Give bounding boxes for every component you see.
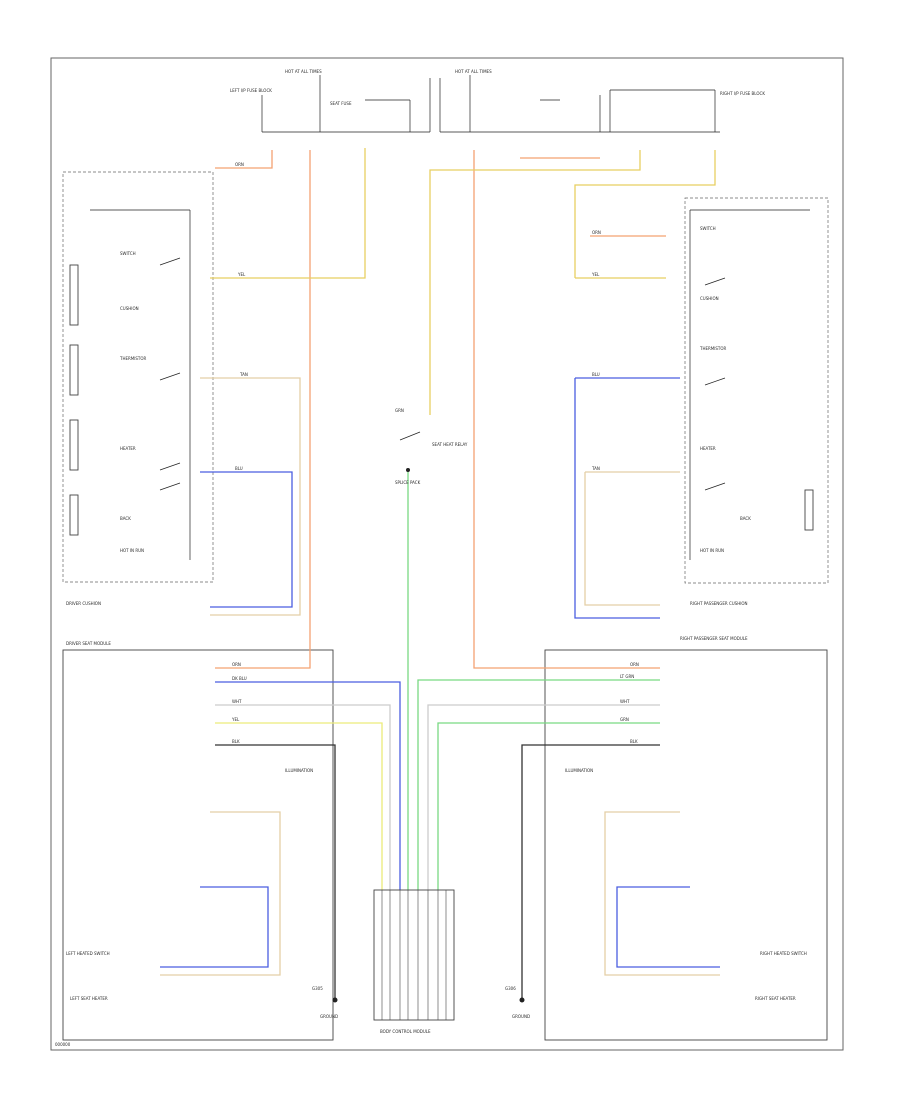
svg-text:LT GRN: LT GRN bbox=[620, 674, 634, 679]
passenger-module-label: RIGHT PASSENGER SEAT MODULE bbox=[680, 636, 748, 641]
left-seat-heater-label: LEFT SEAT HEATER bbox=[70, 996, 108, 1001]
svg-text:BLU: BLU bbox=[235, 466, 243, 471]
svg-text:GRN: GRN bbox=[620, 717, 629, 722]
left-heated-switch-box bbox=[62, 649, 334, 1041]
svg-text:BLK: BLK bbox=[232, 739, 240, 744]
svg-text:WHT: WHT bbox=[620, 699, 630, 704]
wire-blue-left-bus bbox=[215, 681, 401, 890]
passenger-seat-module-box bbox=[684, 197, 829, 584]
svg-text:G305: G305 bbox=[312, 986, 323, 991]
svg-text:ORN: ORN bbox=[232, 662, 241, 667]
svg-text:G306: G306 bbox=[505, 986, 516, 991]
svg-text:ORN: ORN bbox=[235, 162, 244, 167]
left-ground: G305 GROUND bbox=[312, 986, 338, 1019]
svg-text:TAN: TAN bbox=[591, 466, 600, 471]
wire-blue-left-loop bbox=[160, 886, 269, 968]
svg-text:ORN: ORN bbox=[592, 230, 601, 235]
svg-text:GRN: GRN bbox=[395, 408, 404, 413]
wire-yellow-left-top bbox=[210, 148, 366, 279]
wire-tan-right-loop bbox=[604, 811, 720, 976]
wire-blue-right-loop bbox=[616, 886, 720, 968]
illum-left-label: ILLUMINATION bbox=[285, 768, 313, 773]
top-fuse-area: HOT AT ALL TIMES HOT AT ALL TIMES LEFT I… bbox=[230, 69, 765, 133]
wire-yellow-center bbox=[429, 150, 641, 415]
svg-text:BLU: BLU bbox=[592, 372, 600, 377]
driver-cushion-label: DRIVER CUSHION bbox=[66, 601, 101, 606]
svg-text:YEL: YEL bbox=[591, 272, 600, 277]
junction-left-head: HOT AT ALL TIMES bbox=[285, 69, 322, 74]
wire-white-left bbox=[215, 704, 391, 890]
fuse-right-label: RIGHT I/P FUSE BLOCK bbox=[720, 91, 765, 96]
center-connector-label: BODY CONTROL MODULE bbox=[380, 1029, 431, 1034]
svg-text:BACK: BACK bbox=[740, 516, 751, 521]
svg-text:GROUND: GROUND bbox=[320, 1014, 338, 1019]
wire-green-right bbox=[417, 679, 660, 890]
svg-text:SWITCH: SWITCH bbox=[700, 226, 716, 231]
right-seat-heater-label: RIGHT SEAT HEATER bbox=[755, 996, 796, 1001]
svg-text:BACK: BACK bbox=[120, 516, 131, 521]
svg-text:BLK: BLK bbox=[630, 739, 638, 744]
svg-text:THERMISTOR: THERMISTOR bbox=[119, 356, 147, 361]
svg-text:HEATER: HEATER bbox=[700, 446, 716, 451]
wire-blue-left-mid bbox=[200, 471, 293, 608]
svg-text:TAN: TAN bbox=[239, 372, 248, 377]
diagram-frame bbox=[50, 57, 844, 1051]
svg-text:HEATER: HEATER bbox=[120, 446, 136, 451]
right-heated-switch-label: RIGHT HEATED SWITCH bbox=[760, 951, 807, 956]
svg-text:WHT: WHT bbox=[232, 699, 242, 704]
svg-text:CUSHION: CUSHION bbox=[120, 306, 139, 311]
driver-module-label: DRIVER SEAT MODULE bbox=[66, 641, 111, 646]
wire-blue-right-mid bbox=[574, 377, 680, 619]
passenger-cushion-label: RIGHT PASSENGER CUSHION bbox=[690, 601, 748, 606]
wire-tan-right-mid bbox=[584, 471, 680, 606]
svg-text:THERMISTOR: THERMISTOR bbox=[699, 346, 727, 351]
left-heated-switch-label: LEFT HEATED SWITCH bbox=[66, 951, 110, 956]
svg-text:SWITCH: SWITCH bbox=[120, 251, 136, 256]
wire-black-left-ground bbox=[215, 744, 336, 1000]
svg-text:SEAT HEAT RELAY: SEAT HEAT RELAY bbox=[432, 442, 468, 447]
footer-code: 000000 bbox=[55, 1042, 71, 1047]
wire-tan-left-mid bbox=[200, 377, 301, 616]
fuse-left-label: LEFT I/P FUSE BLOCK bbox=[230, 88, 272, 93]
svg-text:YEL: YEL bbox=[231, 717, 240, 722]
seat-heat-relay: SEAT HEAT RELAY SPLICE PACK bbox=[395, 431, 468, 485]
junction-right-head: HOT AT ALL TIMES bbox=[455, 69, 492, 74]
wire-code-labels: ORN YEL TAN BLU ORN DK BLU WHT YEL BLK O… bbox=[231, 162, 639, 744]
svg-text:GROUND: GROUND bbox=[512, 1014, 530, 1019]
left-module-switches: SWITCH CUSHION THERMISTOR HEATER BACK HO… bbox=[69, 209, 191, 560]
wire-tan-left-loop bbox=[160, 811, 281, 976]
wire-yellow-left-bus bbox=[215, 722, 383, 890]
svg-text:HOT IN RUN: HOT IN RUN bbox=[120, 548, 144, 553]
right-ground: G306 GROUND bbox=[505, 986, 530, 1019]
svg-text:SPLICE PACK: SPLICE PACK bbox=[395, 480, 421, 485]
fuse-center-label: SEAT FUSE bbox=[330, 101, 352, 106]
wire-white-right bbox=[427, 704, 660, 890]
svg-text:DK BLU: DK BLU bbox=[232, 676, 247, 681]
right-module-switches: SWITCH CUSHION THERMISTOR HEATER BACK HO… bbox=[689, 209, 814, 560]
wire-yellow-right-top bbox=[574, 150, 716, 279]
center-connector: BODY CONTROL MODULE bbox=[373, 889, 455, 1034]
right-heated-switch-box bbox=[544, 649, 828, 1041]
svg-text:HOT IN RUN: HOT IN RUN bbox=[700, 548, 724, 553]
wire-orange-right bbox=[473, 150, 666, 669]
illum-right-label: ILLUMINATION bbox=[565, 768, 593, 773]
driver-seat-module-box bbox=[62, 171, 214, 583]
wire-green-right2 bbox=[437, 722, 660, 890]
svg-text:ORN: ORN bbox=[630, 662, 639, 667]
svg-text:YEL: YEL bbox=[237, 272, 246, 277]
svg-text:CUSHION: CUSHION bbox=[700, 296, 719, 301]
wire-orange-left bbox=[215, 150, 311, 669]
wire-black-right-ground bbox=[521, 744, 660, 1000]
